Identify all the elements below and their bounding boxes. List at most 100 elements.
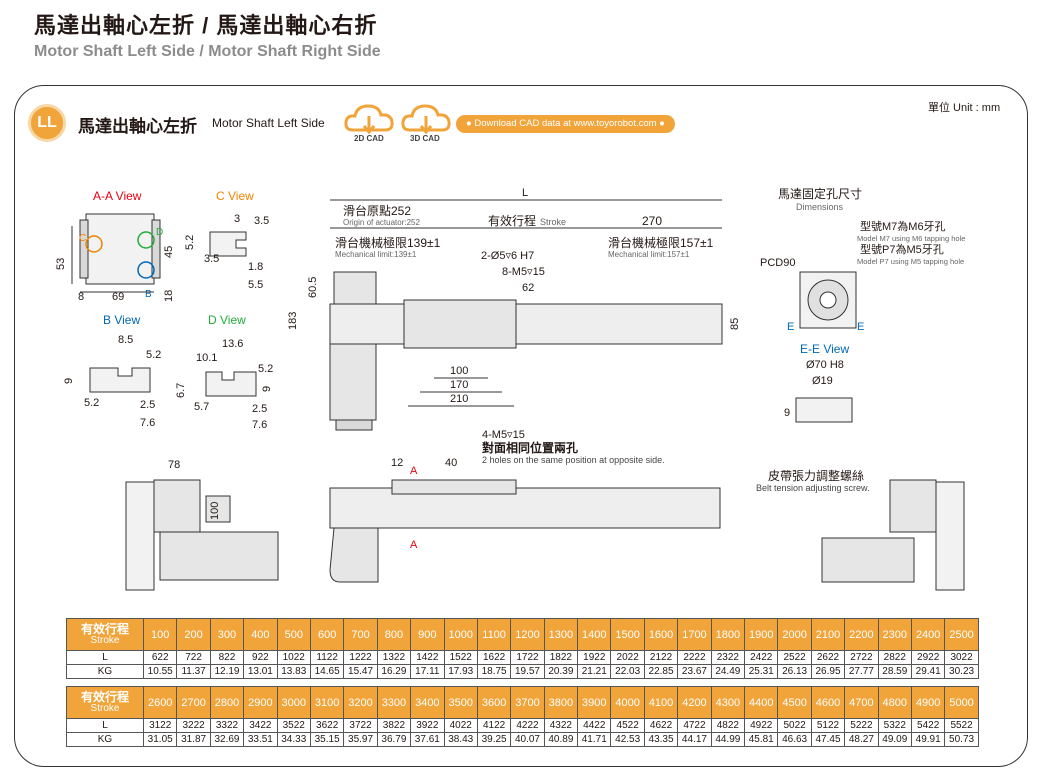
kg-cell: 13.83 xyxy=(276,664,311,679)
b-view-title: B View xyxy=(103,313,140,327)
front-actuator-body xyxy=(329,487,721,529)
kg-cell: 43.35 xyxy=(643,732,679,747)
end-view-block xyxy=(205,495,231,523)
ee-19: Ø19 xyxy=(812,375,833,387)
ee-h8: Ø70 H8 xyxy=(806,359,844,371)
stroke-cell: 1900 xyxy=(744,618,779,651)
kg-cell: 17.93 xyxy=(443,664,478,679)
dim-5-2c: 5.2 xyxy=(84,397,99,409)
kg-cell: 41.71 xyxy=(577,732,612,747)
kg-cell: 26.95 xyxy=(810,664,846,679)
dim-5-2d: 5.2 xyxy=(258,363,273,375)
belt-note: 皮帶張力調整螺絲 xyxy=(768,468,864,483)
right-end-motor xyxy=(821,537,915,583)
kg-cell: 10.55 xyxy=(142,664,178,679)
l-cell: 2922 xyxy=(910,650,946,665)
l-cell: 3522 xyxy=(276,718,311,733)
dim-170: 170 xyxy=(450,379,468,391)
kg-cell: 14.65 xyxy=(309,664,345,679)
motor-fix-title-en: Dimensions xyxy=(796,202,844,212)
l-cell: 3722 xyxy=(343,718,378,733)
l-cell: 5222 xyxy=(844,718,879,733)
kg-cell: 17.11 xyxy=(410,664,445,679)
stroke-cell: 3300 xyxy=(376,686,412,719)
cloud-download-2d-icon[interactable] xyxy=(343,100,395,144)
dim-1-8: 1.8 xyxy=(248,261,263,273)
stroke-label-en: Stroke xyxy=(540,217,566,227)
m7-note: 型號M7為M6牙孔 xyxy=(860,219,946,233)
stroke-cell: 1400 xyxy=(577,618,612,651)
dim-183: 183 xyxy=(287,312,299,330)
stroke-cell: 4400 xyxy=(744,686,779,719)
kg-cell: 28.59 xyxy=(877,664,912,679)
d-view-marker xyxy=(137,231,155,249)
l-cell: 4122 xyxy=(476,718,512,733)
dim-62: 62 xyxy=(522,282,534,294)
a-marker-bottom: A xyxy=(410,539,418,551)
l-cell: 1822 xyxy=(543,650,579,665)
stroke-cell: 2800 xyxy=(209,686,245,719)
kg-cell: 50.73 xyxy=(944,732,979,747)
dim-9c: 9 xyxy=(784,407,790,419)
kg-cell: 31.05 xyxy=(142,732,178,747)
section-subtitle: Motor Shaft Left Side xyxy=(212,116,325,130)
cloud-download-3d-icon[interactable] xyxy=(400,100,452,144)
motor-end xyxy=(335,419,373,431)
stroke-cell: 4700 xyxy=(844,686,879,719)
stroke-cell: 4300 xyxy=(710,686,746,719)
kg-cell: 16.29 xyxy=(376,664,412,679)
l-cell: 5422 xyxy=(910,718,946,733)
stroke-cell: 3500 xyxy=(443,686,478,719)
l-cell: 1622 xyxy=(476,650,512,665)
stroke-cell: 3400 xyxy=(410,686,445,719)
front-slider xyxy=(391,479,517,495)
l-cell: 2022 xyxy=(610,650,645,665)
dim-78: 78 xyxy=(168,459,180,471)
cad-3d-label[interactable]: 3D CAD xyxy=(410,134,440,143)
cad-2d-label[interactable]: 2D CAD xyxy=(354,134,384,143)
l-cell: 4422 xyxy=(577,718,612,733)
origin-label: 滑台原點252 xyxy=(343,203,411,218)
stroke-cell: 2900 xyxy=(243,686,278,719)
kg-cell: 40.89 xyxy=(543,732,579,747)
stroke-cell: 2200 xyxy=(844,618,879,651)
l-cell: 1022 xyxy=(276,650,311,665)
dim-6-7: 6.7 xyxy=(175,383,187,398)
kg-cell: 21.21 xyxy=(577,664,612,679)
stroke-cell: 4900 xyxy=(910,686,946,719)
dim-5-7: 5.7 xyxy=(194,401,209,413)
dim-3-5: 3.5 xyxy=(254,215,269,227)
kg-cell: 27.77 xyxy=(844,664,879,679)
dim-69: 69 xyxy=(112,291,124,303)
stroke-cell: 3800 xyxy=(543,686,579,719)
stroke-cell: 4200 xyxy=(677,686,712,719)
actuator-body xyxy=(329,303,723,345)
l-cell: 3822 xyxy=(376,718,412,733)
a-marker-top: A xyxy=(410,465,418,477)
dim-100: 100 xyxy=(450,365,468,377)
dim-2-5: 2.5 xyxy=(140,399,155,411)
stroke-cell: 500 xyxy=(276,618,311,651)
stroke-cell: 4800 xyxy=(877,686,912,719)
dim-45: 45 xyxy=(163,246,175,258)
right-end-top xyxy=(889,479,937,533)
kg-cell: 15.47 xyxy=(343,664,378,679)
dim-8: 8 xyxy=(78,291,84,303)
e-marker-right: E xyxy=(857,321,864,333)
end-view-frame xyxy=(125,481,155,591)
mech157-label: 滑台機械極限157±1 xyxy=(608,235,714,250)
aa-view-title: A-A View xyxy=(93,189,142,203)
l-cell: 4322 xyxy=(543,718,579,733)
b-view-marker xyxy=(137,261,155,279)
l-cell: 1122 xyxy=(309,650,345,665)
download-cad-link[interactable]: ● Download CAD data at www.toyorobot.com… xyxy=(456,115,675,133)
pcd-label: PCD90 xyxy=(760,257,795,269)
mech157-label-en: Mechanical limit:157±1 xyxy=(608,250,690,259)
stroke-cell: 600 xyxy=(309,618,345,651)
b-view-profile xyxy=(89,367,151,393)
kg-cell: 31.87 xyxy=(176,732,211,747)
